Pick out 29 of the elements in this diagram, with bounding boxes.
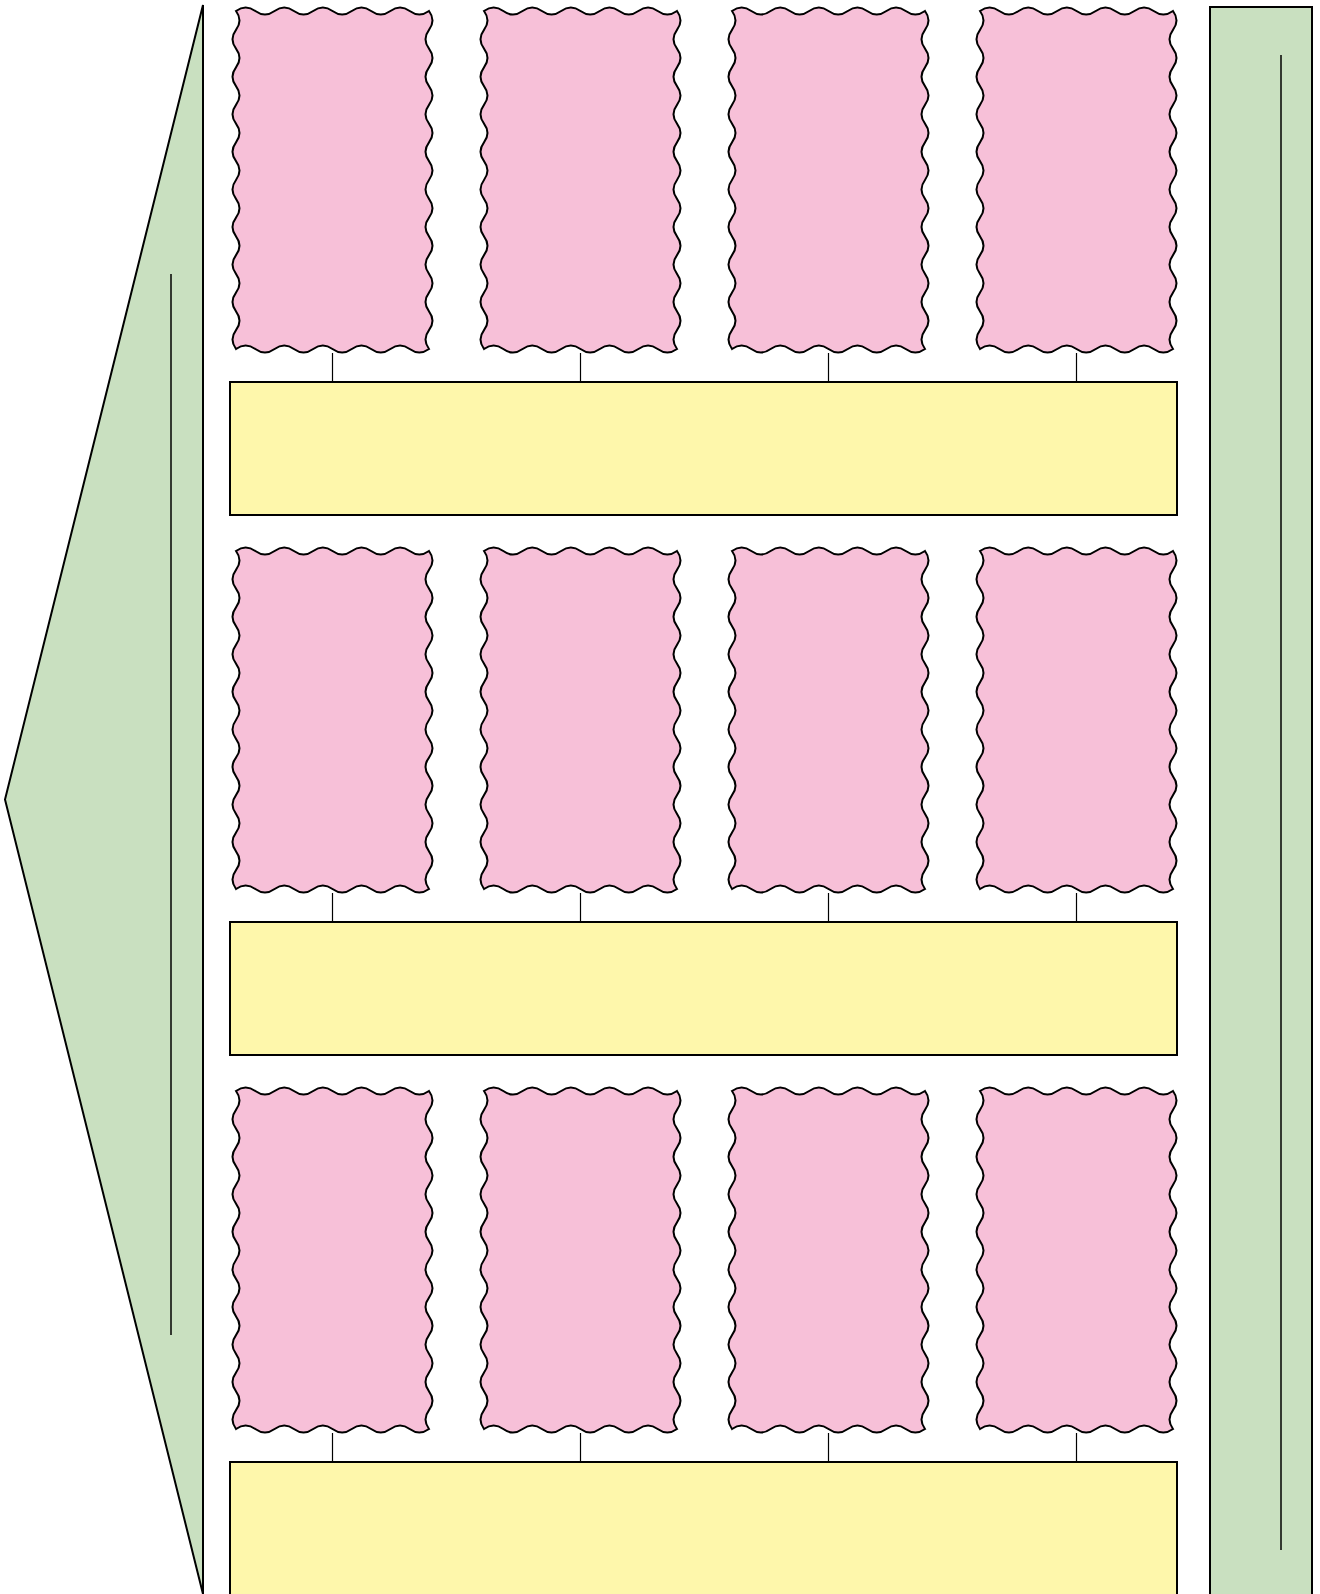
connector-line bbox=[331, 352, 334, 383]
wavy-box bbox=[726, 545, 931, 895]
horizontal-bar bbox=[230, 922, 1177, 1055]
connector-line bbox=[1075, 352, 1078, 383]
wavy-box bbox=[974, 1085, 1179, 1435]
wavy-box bbox=[478, 1085, 683, 1435]
connector-line bbox=[827, 1432, 830, 1463]
connector-line bbox=[579, 892, 582, 923]
connector-line bbox=[827, 352, 830, 383]
wavy-box bbox=[974, 545, 1179, 895]
horizontal-bar bbox=[230, 1462, 1177, 1594]
wavy-box bbox=[726, 1085, 931, 1435]
wavy-box bbox=[230, 545, 435, 895]
connector-line bbox=[579, 1432, 582, 1463]
wavy-box bbox=[478, 5, 683, 355]
vertical-bar bbox=[1210, 7, 1312, 1594]
wavy-box bbox=[726, 5, 931, 355]
wavy-box bbox=[974, 5, 1179, 355]
triangle-band bbox=[5, 5, 203, 1594]
connector-line bbox=[1075, 1432, 1078, 1463]
wavy-box bbox=[230, 5, 435, 355]
wavy-box bbox=[478, 545, 683, 895]
horizontal-bar bbox=[230, 382, 1177, 515]
connector-line bbox=[1075, 892, 1078, 923]
connector-line bbox=[331, 892, 334, 923]
connector-line bbox=[579, 352, 582, 383]
wavy-box bbox=[230, 1085, 435, 1435]
connector-line bbox=[331, 1432, 334, 1463]
connector-line bbox=[827, 892, 830, 923]
